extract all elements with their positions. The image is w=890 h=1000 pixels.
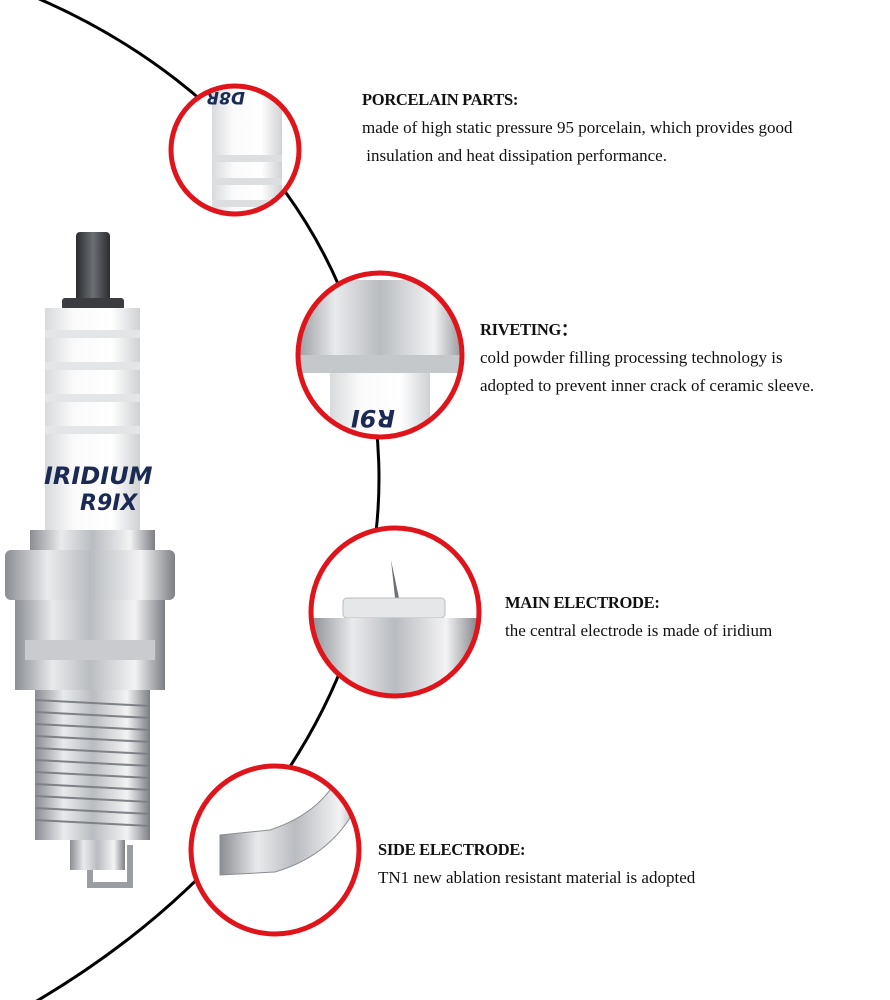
callout-text: made of high static pressure 95 porcelai… [362,118,793,137]
callout-title: PORCELAIN PARTS: [362,90,519,109]
callout-text: cold powder filling processing technolog… [480,348,783,367]
side-electrode-ring [188,763,362,937]
callout-text: TN1 new ablation resistant material is a… [378,868,696,887]
riveting-zoom-circle: R9I [298,273,462,437]
side-electrode-zoom-circle [191,766,359,934]
zoom-text-2: R9I [351,404,395,432]
porcelain-zoom-circle: D8R [171,86,299,214]
callout-text: adopted to prevent inner crack of cerami… [480,376,815,395]
callout-text: insulation and heat dissipation performa… [362,146,667,165]
callout-title: MAIN ELECTRODE: [505,593,660,612]
callout-text: the central electrode is made of iridium [505,621,773,640]
main-electrode-zoom-circle [311,528,479,696]
callout-porcelain: PORCELAIN PARTS: made of high static pre… [362,86,793,170]
callout-side-electrode: SIDE ELECTRODE: TN1 new ablation resista… [378,836,695,892]
callout-title: SIDE ELECTRODE: [378,840,526,859]
callout-main-electrode: MAIN ELECTRODE: the central electrode is… [505,589,772,645]
callout-riveting: RIVETING： cold powder filling processing… [480,316,814,400]
spark-plug-image: IRIDIUM R9IX [5,232,175,888]
callout-title: RIVETING： [480,320,578,339]
porcelain-ring [168,83,302,217]
main-electrode-ring [308,525,482,699]
plug-model-text: R9IX [80,491,138,516]
zoom-text-1: D8R [206,87,245,107]
riveting-ring [295,270,465,440]
plug-brand-text: IRIDIUM [44,462,153,490]
